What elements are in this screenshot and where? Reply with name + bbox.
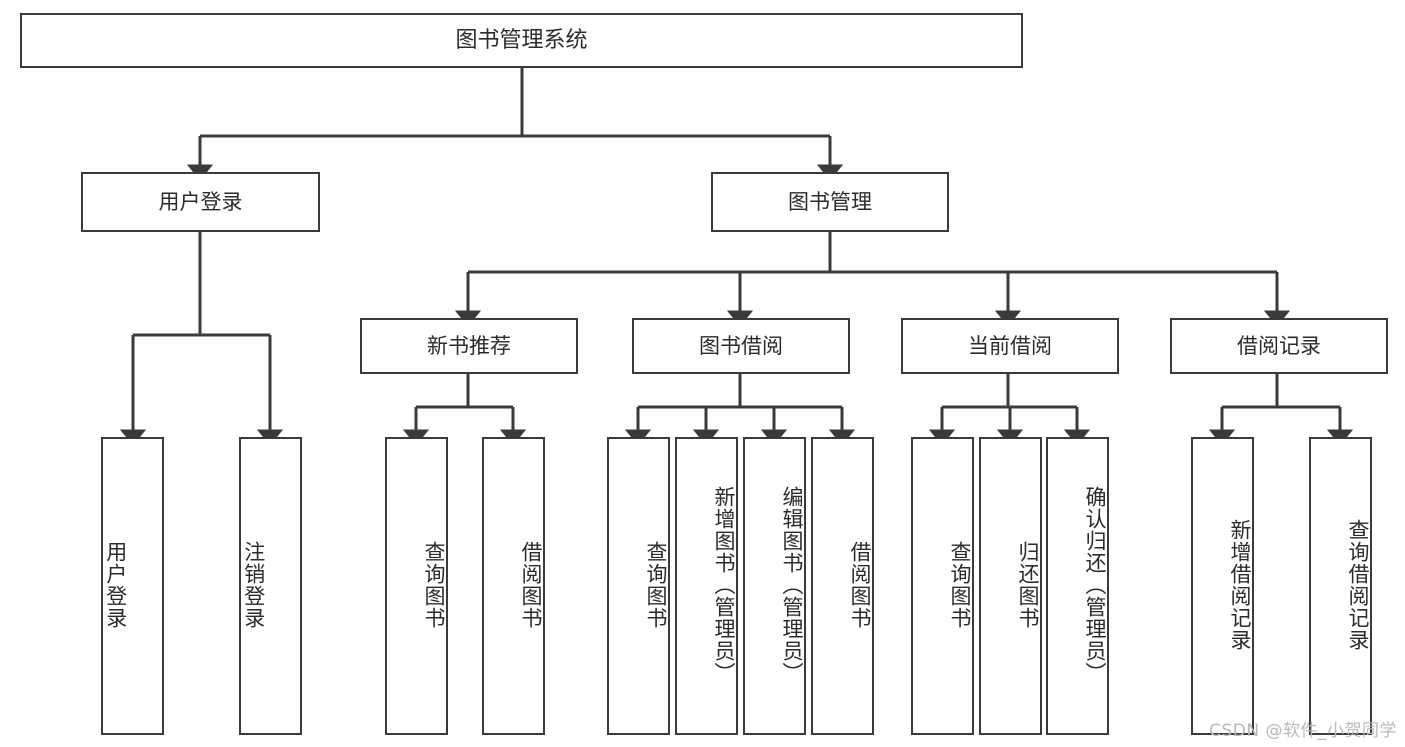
node-leaf-query-book-1[interactable]: 查询图书 (385, 437, 448, 735)
node-leaf-add-record[interactable]: 新增借阅记录 (1191, 437, 1254, 735)
node-leaf-borrow-book-2-label: 借阅图书 (848, 541, 872, 629)
node-leaf-add-record-label: 新增借阅记录 (1228, 519, 1252, 651)
node-leaf-user-login[interactable]: 用户登录 (101, 437, 164, 735)
node-leaf-query-book-3[interactable]: 查询图书 (911, 437, 974, 735)
node-user-login-label: 用户登录 (158, 189, 243, 214)
node-leaf-query-book-3-label: 查询图书 (948, 541, 972, 629)
node-new-book-recommend-label: 新书推荐 (427, 333, 511, 358)
node-leaf-query-book-2-label: 查询图书 (644, 541, 668, 629)
node-user-login[interactable]: 用户登录 (81, 172, 320, 232)
node-book-management-label: 图书管理 (788, 189, 872, 214)
node-borrow-record-label: 借阅记录 (1237, 333, 1321, 358)
node-leaf-edit-book[interactable]: 编辑图书（管理员） (743, 437, 806, 735)
node-leaf-add-book[interactable]: 新增图书（管理员） (675, 437, 738, 735)
node-leaf-borrow-book-1[interactable]: 借阅图书 (482, 437, 545, 735)
node-leaf-add-book-label: 新增图书（管理员） (712, 486, 736, 684)
node-current-borrow[interactable]: 当前借阅 (901, 318, 1119, 374)
node-leaf-logout-login-label: 注销登录 (241, 541, 266, 629)
node-new-book-recommend[interactable]: 新书推荐 (360, 318, 578, 374)
node-leaf-user-login-label: 用户登录 (103, 541, 128, 629)
node-root[interactable]: 图书管理系统 (20, 13, 1023, 68)
node-leaf-confirm-return[interactable]: 确认归还（管理员） (1046, 437, 1109, 735)
node-leaf-query-book-1-label: 查询图书 (422, 541, 446, 629)
node-leaf-query-record[interactable]: 查询借阅记录 (1309, 437, 1372, 735)
node-current-borrow-label: 当前借阅 (968, 333, 1052, 358)
node-root-label: 图书管理系统 (455, 27, 588, 53)
node-book-borrow[interactable]: 图书借阅 (632, 318, 850, 374)
node-leaf-borrow-book-2[interactable]: 借阅图书 (811, 437, 874, 735)
node-leaf-edit-book-label: 编辑图书（管理员） (780, 486, 804, 684)
node-borrow-record[interactable]: 借阅记录 (1170, 318, 1388, 374)
node-leaf-logout-login[interactable]: 注销登录 (239, 437, 302, 735)
node-leaf-query-record-label: 查询借阅记录 (1346, 519, 1370, 651)
node-leaf-borrow-book-1-label: 借阅图书 (519, 541, 543, 629)
node-leaf-return-book-label: 归还图书 (1016, 541, 1040, 629)
node-book-management[interactable]: 图书管理 (711, 172, 949, 232)
watermark: CSDN @软件_小贺同学 (1209, 721, 1397, 741)
node-leaf-query-book-2[interactable]: 查询图书 (607, 437, 670, 735)
node-leaf-return-book[interactable]: 归还图书 (979, 437, 1042, 735)
node-book-borrow-label: 图书借阅 (699, 333, 783, 358)
node-leaf-confirm-return-label: 确认归还（管理员） (1083, 486, 1107, 684)
